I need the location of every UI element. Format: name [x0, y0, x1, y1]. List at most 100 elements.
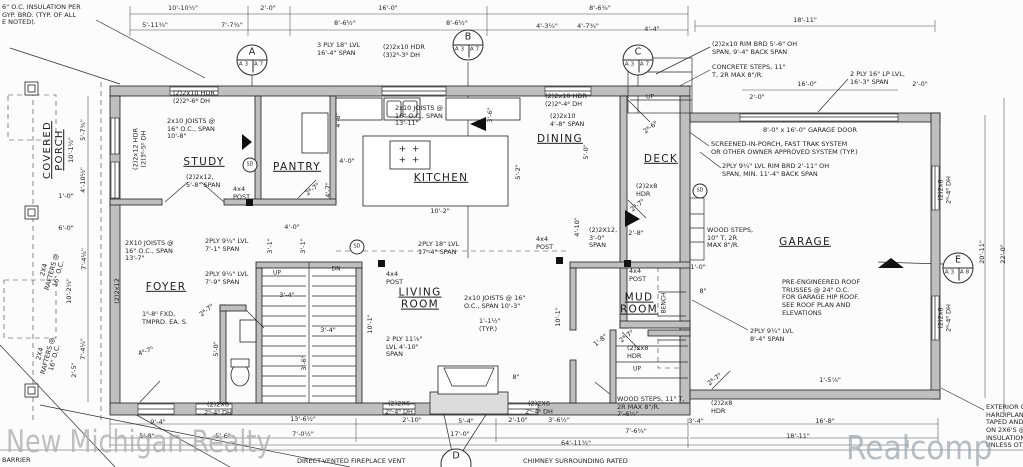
- plan-annotation: BENCH: [660, 292, 668, 314]
- plan-annotation: 2X10 JOISTS @ 16" O.C., SPAN 13'-7": [125, 239, 174, 263]
- plan-annotation: 4x4 POST: [629, 267, 647, 283]
- detail-marker-divider: [453, 44, 483, 46]
- dimension-lines: [0, 6, 1023, 451]
- plan-annotation: 5'-11¾": [142, 21, 168, 30]
- detail-marker-letter: A: [248, 46, 256, 58]
- plan-annotation: DIRECT-VENTED FIREPLACE VENT: [297, 457, 406, 465]
- plan-annotation: 16'-0": [797, 80, 817, 89]
- plan-annotation: 2'-5": [70, 362, 79, 378]
- plan-annotation: CHIMNEY SURROUNDING RATED: [523, 457, 628, 465]
- plan-annotation: WOOD STEPS, 10" T, 2R MAX 8"/R.: [707, 226, 754, 250]
- plan-annotation: (2)2x12: [113, 278, 122, 304]
- plan-annotation: 5'-0": [582, 144, 591, 160]
- plan-annotation: 7'-7¾": [221, 21, 243, 30]
- plan-annotation: 4'-7¾": [577, 22, 599, 31]
- room-label: DECK: [643, 152, 679, 165]
- plan-annotation: CONCRETE STEPS, 11" T, 2R MAX 8"/R.: [712, 63, 786, 79]
- plan-annotation: 10'-10½": [168, 4, 198, 13]
- plan-annotation: 64'-11½": [561, 439, 591, 448]
- detail-marker-divider: [623, 59, 653, 61]
- plan-annotation: 2⁸-7⁰: [705, 371, 724, 388]
- plan-annotation: 1'-8": [591, 332, 610, 349]
- plan-annotation: (2)2x8 2⁸-4⁶ DH: [936, 176, 952, 204]
- room-label: PANTRY: [273, 160, 321, 173]
- plan-annotation: 10'-1": [366, 314, 375, 334]
- plan-annotation: (2)2X12, 3'-0" SPAN: [589, 226, 618, 250]
- room-label: GARAGE: [779, 235, 831, 248]
- plan-annotation: 2 PLY 16" LP LVL, 16'-3" SPAN: [850, 70, 905, 86]
- plan-annotation: 10'-1": [554, 307, 563, 327]
- plan-annotation: 4'-10½": [79, 167, 88, 193]
- plan-annotation: UP: [272, 269, 282, 277]
- plan-annotation: EXTERIOR GARA HARDIPLANK AN TAPED AND SE…: [986, 403, 1023, 450]
- plan-annotation: 9'-4": [150, 418, 166, 427]
- smoke-detector-symbol: SD: [349, 239, 365, 255]
- plan-annotation: BARRIER: [2, 456, 31, 464]
- plan-annotation: DN: [331, 265, 341, 273]
- plan-annotation: 5'-6": [215, 432, 231, 441]
- plan-annotation: (2)2x8 HDR: [627, 344, 649, 360]
- detail-marker-divider: [943, 267, 973, 269]
- plan-annotation: 2x10 JOISTS @ 16" O.C., SPAN 10'-8": [167, 117, 216, 141]
- plan-annotation: 8'-6½": [334, 19, 356, 28]
- plan-annotation: + + + +: [398, 144, 420, 165]
- plan-annotation: 18'-11": [786, 432, 810, 441]
- plan-annotation: 1'-5⅞": [819, 376, 841, 385]
- plan-annotation: 4'-7": [324, 182, 333, 198]
- plan-annotation: 5'-2": [514, 164, 523, 180]
- dashed-lines: [3, 82, 687, 420]
- plan-annotation: (2)2x8 HDR: [711, 399, 733, 415]
- plan-annotation: (2)2X6 2⁸-4⁶ DH: [525, 399, 553, 415]
- plan-annotation: 2X4 RAFTERS @ 16" O.C.: [34, 336, 62, 375]
- room-label: LIVING ROOM: [398, 286, 442, 311]
- plan-annotation: 1⁸-8⁰ FXD, TMPRD. EA. S.: [142, 310, 188, 326]
- plan-annotation: 16'-0": [378, 4, 398, 13]
- plan-annotation: 20'-11": [978, 240, 987, 264]
- plan-annotation: 4x4 POST: [233, 185, 251, 201]
- plan-annotation: 7'-4¼": [80, 248, 89, 270]
- plan-annotation: 3'-6": [486, 107, 495, 123]
- plan-annotation: 3 PLY 18" LVL 16'-4" SPAN: [317, 41, 361, 57]
- plan-annotation: 1'-0": [58, 192, 74, 201]
- plan-annotation: 3'-6": [300, 355, 309, 371]
- plan-annotation: 2⁸-7⁰: [628, 197, 647, 214]
- plan-annotation: 4'-0": [339, 157, 355, 166]
- plan-annotation: 2'-10": [402, 416, 422, 425]
- plan-annotation: 2PLY 9¼" LVL 8'-4" SPAN: [750, 327, 794, 343]
- detail-marker-divider: [237, 59, 267, 61]
- smoke-detector-symbol: SD: [692, 183, 708, 199]
- plan-annotation: 7'-4¼": [79, 338, 88, 360]
- plan-annotation: 2PLY 9¼" LVL 7'-1" SPAN: [205, 237, 249, 253]
- plan-annotation: 10'-2": [430, 207, 450, 216]
- plan-annotation: 8'-6½": [446, 19, 468, 28]
- detail-marker-sheet-refs: A3 A7: [454, 46, 482, 53]
- plan-annotation: (2)2X6 2⁸-4⁶ DH: [385, 399, 413, 415]
- plan-annotation: PRE-ENGINEERED ROOF TRUSSES @ 24" O.C. F…: [782, 278, 861, 317]
- plan-annotation: (2)2X6 2⁸-4⁶ DH: [204, 400, 232, 416]
- plan-annotation: (2)2x10 HDR (3)2⁸-3⁸ DH: [383, 43, 425, 59]
- detail-marker-letter: C: [634, 46, 642, 58]
- plan-annotation: 2'-0": [749, 93, 765, 102]
- plan-annotation: (2)2x12, 5'-8" SPAN: [186, 173, 221, 189]
- plan-annotation: (2)2x10 HDR (2)2⁸-4⁶ DH: [545, 92, 587, 108]
- room-label: KITCHEN: [413, 171, 469, 184]
- plan-annotation: 2x10 JOISTS @ 16" O.C., SPAN 13'-11": [395, 104, 444, 128]
- plan-annotation: (2)2x12 HDR (2)3⁰-5⁰ DH: [131, 128, 147, 170]
- plan-annotation: 3'-4": [320, 326, 336, 335]
- room-label: MUD ROOM: [619, 291, 659, 316]
- plan-annotation: 3'-4": [688, 417, 704, 426]
- detail-marker-divider: [958, 268, 959, 281]
- plan-annotation: 2⁸-7⁰: [197, 302, 216, 319]
- plan-annotation: 2PLY 9¼" LVL RIM BRD 2'-11" OH SPAN, MIN…: [722, 162, 830, 178]
- plan-annotation: 8": [699, 287, 707, 296]
- plan-annotation: 4x4 POST: [386, 270, 404, 286]
- plan-annotation: 5'-8": [139, 432, 155, 441]
- plan-annotation: 2'-0": [260, 4, 276, 13]
- plan-annotation: 2PLY 18" LVL 17'-4" SPAN: [418, 240, 460, 256]
- plan-annotation: 2'-10": [508, 416, 528, 425]
- plan-annotation: 6" O.C. INSULATION PER GYP. BRD. (TYP. O…: [2, 3, 81, 27]
